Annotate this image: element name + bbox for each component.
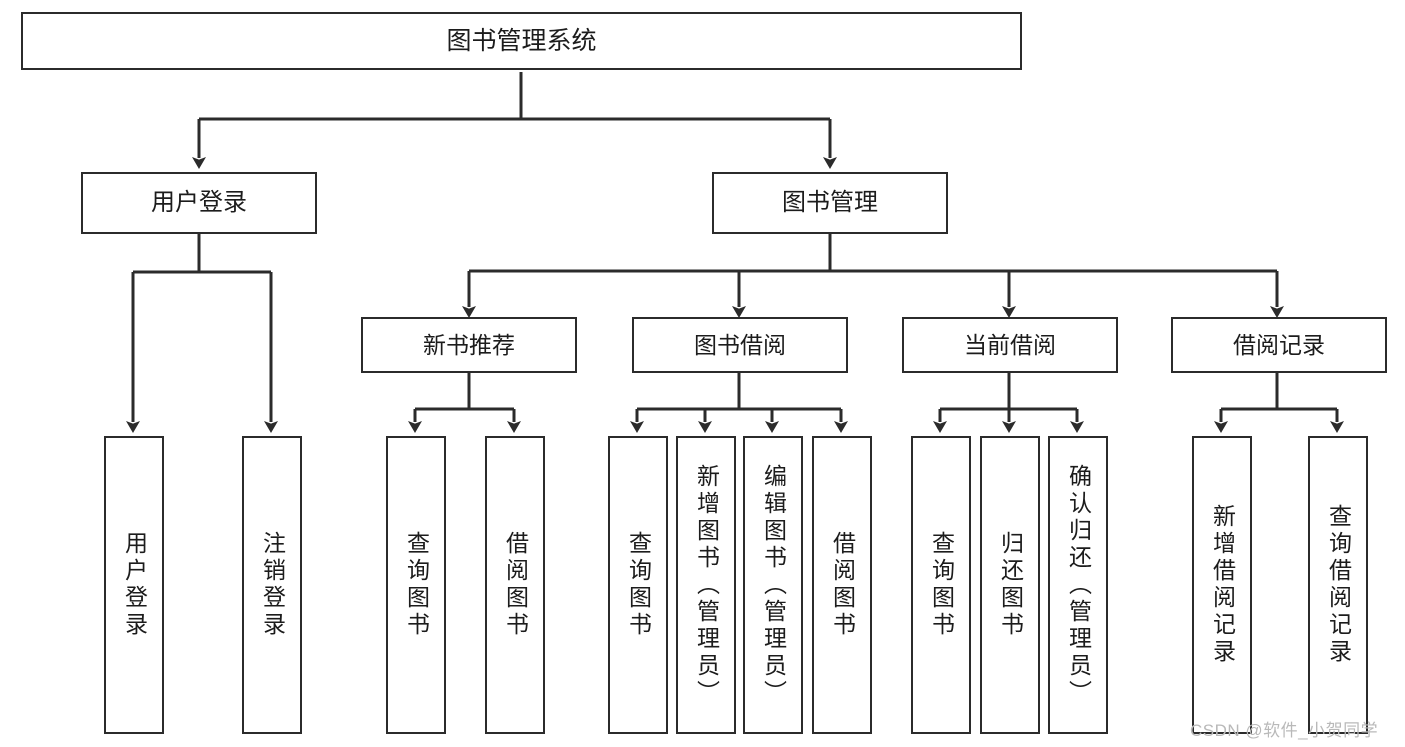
- node-book-management[interactable]: 图书管理: [712, 172, 948, 234]
- node-leaf-query-book-2-label: 查询图书: [625, 531, 652, 639]
- node-leaf-user-login[interactable]: 用户登录: [104, 436, 164, 734]
- node-leaf-query-book-3-label: 查询图书: [928, 531, 955, 639]
- node-user-login-label: 用户登录: [151, 189, 247, 217]
- node-leaf-add-book[interactable]: 新增图书（管理员）: [676, 436, 736, 734]
- node-book-borrow-label: 图书借阅: [694, 331, 786, 358]
- node-leaf-borrow-book-2[interactable]: 借阅图书: [812, 436, 872, 734]
- node-leaf-query-book-1[interactable]: 查询图书: [386, 436, 446, 734]
- node-leaf-query-book-3[interactable]: 查询图书: [911, 436, 971, 734]
- node-leaf-confirm-return[interactable]: 确认归还（管理员）: [1048, 436, 1108, 734]
- node-leaf-borrow-book-1[interactable]: 借阅图书: [485, 436, 545, 734]
- node-leaf-borrow-book-2-label: 借阅图书: [829, 531, 856, 639]
- node-leaf-edit-book[interactable]: 编辑图书（管理员）: [743, 436, 803, 734]
- node-leaf-add-book-label: 新增图书（管理员）: [693, 463, 720, 707]
- csdn-watermark: CSDN @软件_小贺同学: [1190, 721, 1379, 740]
- node-leaf-query-record[interactable]: 查询借阅记录: [1308, 436, 1368, 734]
- node-leaf-add-record-label: 新增借阅记录: [1209, 504, 1236, 666]
- node-borrow-record-label: 借阅记录: [1233, 331, 1325, 358]
- node-leaf-borrow-book-1-label: 借阅图书: [502, 531, 529, 639]
- node-leaf-query-record-label: 查询借阅记录: [1325, 504, 1352, 666]
- node-root-label: 图书管理系统: [446, 26, 597, 55]
- node-new-book-recommend-label: 新书推荐: [423, 331, 515, 358]
- node-new-book-recommend[interactable]: 新书推荐: [361, 317, 577, 373]
- node-leaf-return-book-label: 归还图书: [997, 531, 1024, 639]
- node-borrow-record[interactable]: 借阅记录: [1171, 317, 1387, 373]
- node-root[interactable]: 图书管理系统: [21, 12, 1022, 70]
- node-leaf-logout-login-label: 注销登录: [259, 531, 286, 639]
- node-current-borrow[interactable]: 当前借阅: [902, 317, 1118, 373]
- node-leaf-logout-login[interactable]: 注销登录: [242, 436, 302, 734]
- node-leaf-edit-book-label: 编辑图书（管理员）: [760, 463, 787, 707]
- node-leaf-query-book-1-label: 查询图书: [403, 531, 430, 639]
- node-current-borrow-label: 当前借阅: [964, 331, 1056, 358]
- node-leaf-add-record[interactable]: 新增借阅记录: [1192, 436, 1252, 734]
- node-book-borrow[interactable]: 图书借阅: [632, 317, 848, 373]
- node-leaf-query-book-2[interactable]: 查询图书: [608, 436, 668, 734]
- node-leaf-return-book[interactable]: 归还图书: [980, 436, 1040, 734]
- node-leaf-user-login-label: 用户登录: [121, 531, 148, 639]
- node-leaf-confirm-return-label: 确认归还（管理员）: [1065, 463, 1092, 707]
- node-user-login[interactable]: 用户登录: [81, 172, 317, 234]
- node-book-management-label: 图书管理: [782, 189, 878, 217]
